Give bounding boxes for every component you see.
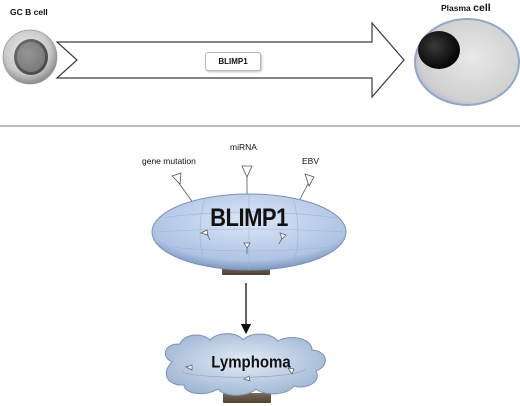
arrow-blimp1-label: BLIMP1	[205, 52, 261, 71]
gc-b-cell	[2, 29, 58, 85]
factor-gene-mutation-label: gene mutation	[142, 156, 196, 166]
cloud-arrow-icons	[185, 364, 295, 382]
lymphoma-cloud	[164, 333, 326, 403]
gc-b-cell-label: GC B cell	[10, 7, 48, 17]
plasma-cell	[414, 18, 520, 106]
plasma-cell-label: Plasma cell	[441, 2, 491, 14]
blimp1-center-label: BLIMP1	[210, 203, 288, 232]
plasma-cell-label-word: Plasma	[441, 3, 474, 13]
factor-ebv-label: EBV	[302, 156, 320, 166]
plasma-cell-label-cell: cell	[473, 2, 491, 14]
internal-arrow-icons	[200, 229, 287, 254]
blimp1-body	[151, 193, 347, 275]
lymphoma-label: Lymphoma	[211, 353, 291, 372]
factor-mirna-label: miRNA	[230, 142, 257, 152]
